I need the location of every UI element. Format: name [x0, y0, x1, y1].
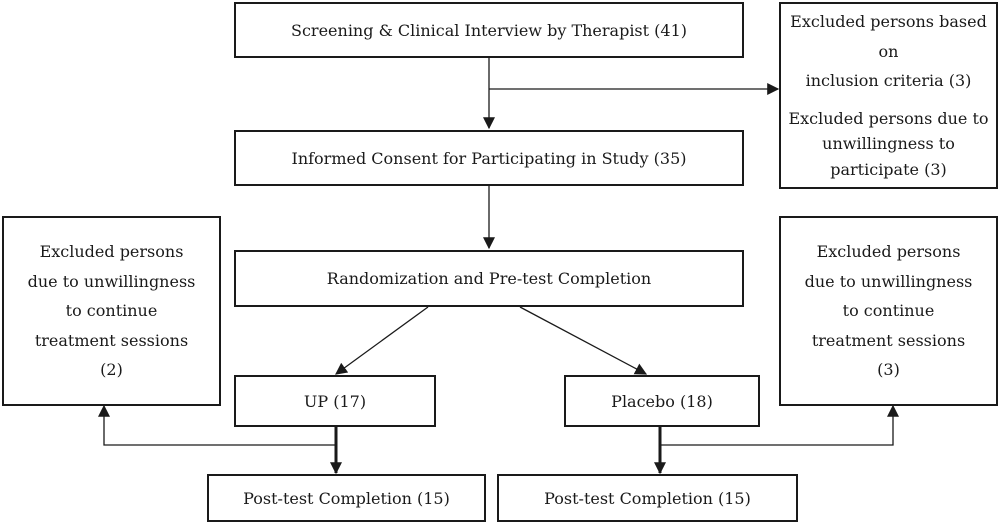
posttest-right-box: Post-test Completion (15) — [497, 474, 798, 522]
excluded-top-line-4: unwillingness to — [822, 134, 955, 153]
consent-box: Informed Consent for Participating in St… — [234, 130, 744, 186]
posttest-left-box: Post-test Completion (15) — [207, 474, 486, 522]
excluded-top-line-2: inclusion criteria (3) — [805, 71, 972, 90]
excluded-left-line-5: (2) — [100, 360, 123, 380]
excluded-top-line-5: participate (3) — [830, 159, 947, 179]
excluded-right-line-1: Excluded persons — [816, 242, 961, 262]
excluded-top-line-1: Excluded persons based on — [790, 12, 987, 61]
arrow-to-excluded-right — [660, 404, 899, 446]
excluded-right-line-5: (3) — [877, 360, 900, 380]
consent-label: Informed Consent for Participating in St… — [291, 148, 687, 168]
excluded-right-line-2: due to unwillingness — [804, 271, 973, 291]
excluded-top-line-3: Excluded persons due to — [788, 108, 989, 128]
screening-label: Screening & Clinical Interview by Therap… — [291, 20, 687, 40]
arrow-randomization-to-placebo — [519, 306, 648, 375]
excluded-right-box: Excluded persons due to unwillingness to… — [779, 216, 998, 406]
excluded-right-line-4: treatment sessions — [811, 330, 966, 350]
excluded-left-box: Excluded persons due to unwillingness to… — [2, 216, 221, 406]
excluded-left-line-1: Excluded persons — [39, 242, 184, 262]
screening-box: Screening & Clinical Interview by Therap… — [234, 2, 744, 58]
up-box: UP (17) — [234, 375, 436, 427]
randomization-label: Randomization and Pre-test Completion — [326, 269, 652, 288]
up-label: UP (17) — [303, 391, 367, 411]
arrow-randomization-to-up — [335, 306, 429, 375]
placebo-box: Placebo (18) — [564, 375, 760, 427]
excluded-top-box: Excluded persons based on inclusion crit… — [779, 2, 998, 189]
randomization-box: Randomization and Pre-test Completion — [234, 250, 744, 307]
arrow-to-excluded-left — [98, 404, 336, 446]
excluded-left-line-3: to continue — [65, 301, 158, 321]
excluded-right-line-3: to continue — [842, 301, 935, 321]
excluded-left-line-4: treatment sessions — [34, 330, 189, 350]
placebo-label: Placebo (18) — [611, 391, 713, 411]
posttest-left-label: Post-test Completion (15) — [243, 488, 450, 508]
excluded-left-line-2: due to unwillingness — [27, 271, 196, 291]
posttest-right-label: Post-test Completion (15) — [544, 488, 751, 508]
